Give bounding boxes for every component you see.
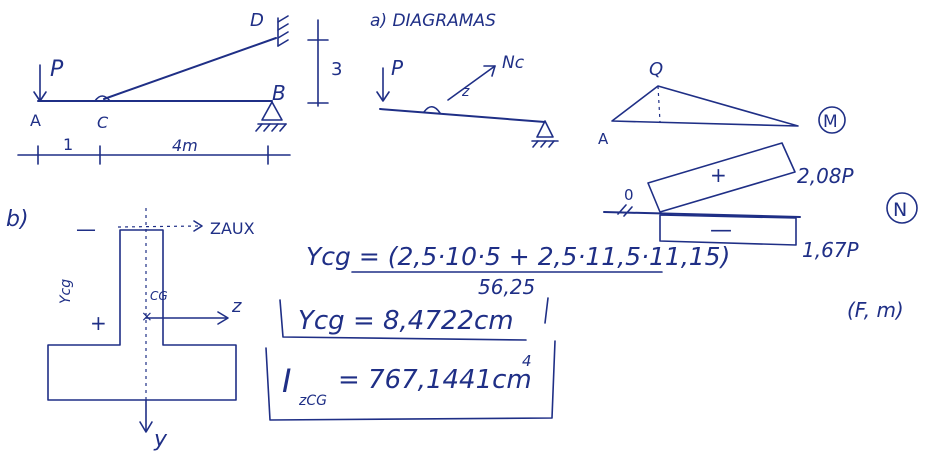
izcg-sub: zCG: [298, 393, 327, 409]
normal-value-1: 2,08P: [797, 164, 855, 188]
section-minus: —: [76, 217, 96, 241]
normal-tag-circle: [886, 192, 918, 224]
fbd-force-arrowhead: [483, 65, 496, 77]
fbd-hinge: [423, 105, 441, 114]
part-b-section: b) — ZAUX Ycg + CG × z y: [6, 207, 255, 452]
moment-left-label: A: [598, 130, 609, 148]
moment-triangle: [611, 85, 799, 127]
span-dimension: [17, 145, 291, 165]
z-axis-label: z: [231, 296, 242, 317]
normal-value-2: 1,67P: [802, 238, 860, 262]
z-axis-arrowhead: [217, 311, 229, 325]
span-1-label: 1: [63, 135, 73, 154]
normal-diagram: + — 0 2,08P 1,67P N (F, m): [603, 142, 918, 322]
ycg-formula: Ycg = (2,5·10·5 + 2,5·11,5·11,15): [306, 242, 730, 271]
point-c-label: C: [97, 113, 109, 132]
fbd-load-arrowhead: [376, 91, 390, 102]
ycg-result: Ycg = 8,4722cm: [298, 306, 514, 336]
normal-tag-label: N: [893, 199, 907, 221]
moment-dashed-line: [657, 85, 661, 123]
izcg-i: I: [282, 362, 291, 400]
fbd-beam: [379, 108, 546, 123]
hinge-c: [94, 95, 111, 102]
ycg-side-label: Ycg: [58, 279, 74, 304]
wall-support-d: [277, 15, 289, 47]
izcg-exp: 4: [522, 352, 532, 370]
moment-top-label: Q: [649, 59, 663, 80]
y-axis-label: y: [153, 427, 168, 452]
fbd-z-label: z: [461, 84, 470, 100]
height-dimension: [307, 19, 329, 107]
part-a-free-body: a) DIAGRAMAS P z Nc: [370, 11, 559, 148]
point-a-label: A: [30, 111, 41, 130]
fbd-support: [531, 120, 559, 148]
izcg-value: = 767,1441cm: [338, 365, 532, 395]
normal-negative-box: [659, 214, 797, 246]
normal-origin: 0: [624, 186, 634, 204]
z-aux-arrowhead: [193, 220, 203, 232]
fbd-force-line: [447, 65, 496, 101]
normal-axis: [603, 211, 801, 218]
moment-diagram: Q A M: [598, 59, 846, 148]
part-b-label: b): [6, 207, 29, 232]
normal-positive-box: [647, 142, 796, 213]
load-label: P: [50, 57, 64, 82]
point-b-label: B: [272, 81, 286, 105]
centroid-formulas: Ycg = (2,5·10·5 + 2,5·11,5·11,15) 56,25 …: [265, 242, 730, 421]
point-d-label: D: [250, 10, 264, 31]
normal-plus: +: [710, 163, 727, 187]
ycg-box: [279, 299, 527, 341]
t-section-outline: [47, 229, 237, 401]
units-label: (F, m): [847, 298, 904, 322]
span-2-label: 4m: [172, 136, 198, 155]
fbd-force-label: Nc: [502, 53, 525, 73]
beam-sketch: P A C B D: [17, 10, 342, 165]
section-plus: +: [90, 311, 107, 335]
normal-minus: —: [710, 218, 732, 243]
cg-mark: ×: [141, 309, 153, 325]
z-aux-dashed: [117, 225, 201, 228]
moment-tag-label: M: [823, 112, 838, 132]
izcg-box: [265, 340, 556, 421]
z-aux-label: ZAUX: [210, 219, 255, 238]
fbd-load-label: P: [391, 56, 404, 80]
part-a-title: a) DIAGRAMAS: [370, 11, 496, 31]
pin-support-b: [255, 101, 287, 132]
strut-cd: [103, 37, 277, 100]
moment-tag-circle: [818, 106, 846, 134]
y-axis-arrowhead: [139, 421, 153, 433]
normal-hatch: [617, 204, 633, 217]
height-label: 3: [331, 59, 342, 80]
ycg-box-right: [544, 297, 549, 324]
denominator: 56,25: [478, 275, 535, 299]
cg-label: CG: [150, 289, 168, 303]
